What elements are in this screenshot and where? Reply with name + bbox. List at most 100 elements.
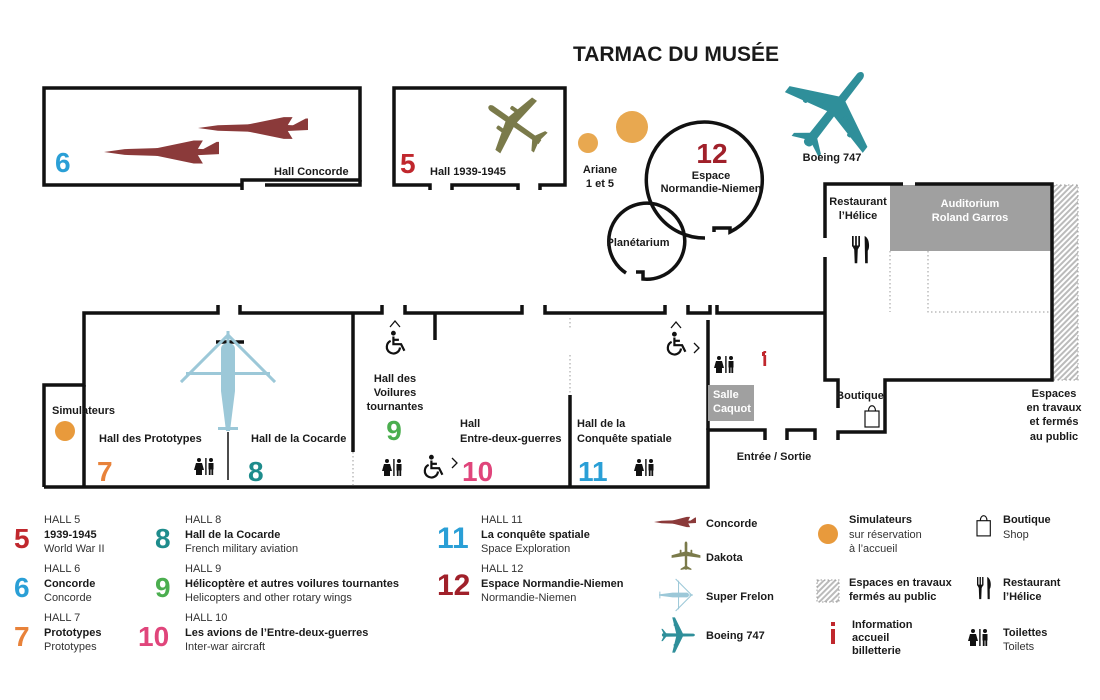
svg-text:Espaces en travaux: Espaces en travaux	[849, 577, 953, 589]
hall-6-wall-right	[265, 180, 362, 187]
entrance-label[interactable]: Entrée / Sortie	[737, 451, 812, 463]
hall-9-number: 9	[386, 415, 402, 446]
hall-11-number: 11	[578, 456, 608, 487]
legend-hall-11: 11 HALL 11 La conquête spatiale Space Ex…	[437, 514, 590, 555]
svg-text:Boutique: Boutique	[1003, 514, 1051, 526]
svg-text:Toilettes: Toilettes	[1003, 627, 1047, 639]
restaurant-legend-icon	[977, 577, 991, 600]
svg-text:et fermés: et fermés	[1030, 416, 1079, 428]
svg-text:Hall de la Cocarde: Hall de la Cocarde	[185, 529, 280, 541]
svg-text:billetterie: billetterie	[852, 645, 901, 657]
ariane-label-2: 1 et 5	[586, 178, 614, 190]
info-legend-dot	[831, 622, 835, 626]
hall-6-label: Hall Concorde	[274, 166, 349, 178]
ariane-label-1: Ariane	[583, 164, 617, 176]
auditorium-label-2: Roland Garros	[932, 212, 1008, 224]
planetarium-label: Planétarium	[607, 237, 670, 249]
hall-8-cocarde[interactable]: Hall de la Cocarde 8	[248, 433, 346, 487]
hall-9-label-3: tournantes	[367, 401, 424, 413]
concorde-1-icon	[104, 140, 219, 164]
closed-area-label: Espaces en travaux et fermés au public	[1026, 388, 1082, 443]
legend-hall-6: 6 HALL 6 Concorde Concorde	[14, 563, 95, 604]
hall-12-number: 12	[696, 138, 727, 169]
svg-text:HALL 11: HALL 11	[481, 514, 523, 526]
map-title: TARMAC DU MUSÉE	[573, 43, 779, 66]
main-building-top-wall	[42, 305, 825, 487]
hall-11-conquete-spatiale[interactable]: Hall de la Conquête spatiale 11	[577, 320, 700, 487]
hall-5-1939-1945[interactable]: 5 Hall 1939-1945	[392, 79, 567, 190]
svg-text:fermés au public: fermés au public	[849, 591, 936, 603]
concorde-2-icon	[198, 117, 308, 139]
restaurant-fork-icon	[852, 236, 870, 264]
ariane-1-marker	[578, 133, 598, 153]
svg-text:l’Hélice: l’Hélice	[1003, 591, 1042, 603]
up-arrow-icon-2	[670, 320, 682, 329]
ariane-rockets[interactable]: Ariane 1 et 5	[578, 111, 648, 190]
simulators-label: Simulateurs	[52, 405, 115, 417]
svg-text:Toilets: Toilets	[1003, 641, 1035, 653]
restaurant-auditorium-building[interactable]: Restaurant l’Hélice Auditorium Roland Ga…	[823, 182, 1079, 440]
right-arrow-icon	[451, 457, 458, 469]
svg-text:Espace Normandie-Niemen: Espace Normandie-Niemen	[481, 578, 624, 590]
info-icon[interactable]: i	[762, 349, 768, 371]
hall-12-wall	[644, 120, 765, 240]
svg-text:Concorde: Concorde	[706, 518, 757, 530]
hall-7-label: Hall des Prototypes	[99, 433, 202, 445]
hall-11-label-1: Hall de la	[577, 418, 626, 430]
legend-hall-12: 12 HALL 12 Espace Normandie-Niemen Norma…	[437, 563, 624, 604]
svg-text:5: 5	[14, 523, 30, 554]
svg-text:Inter-war aircraft: Inter-war aircraft	[185, 641, 265, 653]
hall-6-wall	[42, 86, 362, 190]
svg-text:Helicopters and other rotary w: Helicopters and other rotary wings	[185, 592, 352, 604]
svg-text:sur réservation: sur réservation	[849, 529, 922, 541]
svg-text:Dakota: Dakota	[706, 552, 744, 564]
hall-9-voilures-tournantes[interactable]: Hall des Voilures tournantes 9	[367, 319, 424, 476]
hall-10-label-1: Hall	[460, 418, 480, 430]
legend-boutique: Boutique Shop	[976, 514, 1051, 541]
svg-text:HALL 6: HALL 6	[44, 563, 80, 575]
super-frelon-icon	[179, 331, 277, 431]
auditorium-area	[890, 185, 1052, 251]
planetarium[interactable]: Planétarium	[607, 201, 687, 281]
svg-text:10: 10	[138, 621, 169, 652]
svg-text:Prototypes: Prototypes	[44, 627, 101, 639]
toilets-icon-hall11	[634, 459, 654, 476]
svg-text:Shop: Shop	[1003, 529, 1029, 541]
legend: 5 HALL 5 1939-1945 World War II 6 HALL 6…	[14, 514, 1061, 657]
svg-text:Information: Information	[852, 619, 913, 631]
boeing-747[interactable]: Boeing 747	[766, 42, 902, 177]
boutique-bag-icon	[864, 405, 880, 428]
hall-10-entre-deux-guerres[interactable]: Hall Entre-deux-guerres 10	[423, 418, 562, 487]
legend-hall-8: 8 HALL 8 Hall de la Cocarde French milit…	[155, 514, 298, 555]
ariane-5-marker	[616, 111, 648, 143]
hall-12-label-1: Espace	[692, 170, 731, 182]
svg-text:en travaux: en travaux	[1026, 402, 1082, 414]
main-building[interactable]	[42, 305, 825, 489]
salle-caquot-label-1: Salle	[713, 389, 739, 401]
hall-6-concorde[interactable]: 6 Hall Concorde	[42, 86, 362, 190]
hall-8-label: Hall de la Cocarde	[251, 433, 346, 445]
hall-7-prototypes[interactable]: Hall des Prototypes 7	[97, 331, 277, 487]
legend-restaurant: Restaurant l’Hélice	[977, 577, 1061, 603]
auditorium-label-1: Auditorium	[941, 198, 1000, 210]
salle-caquot[interactable]	[708, 385, 754, 421]
hall-12-normandie-niemen[interactable]: 12 Espace Normandie-Niemen	[644, 120, 765, 240]
hall-10-number: 10	[462, 456, 493, 487]
legend-hall-7: 7 HALL 7 Prototypes Prototypes	[14, 612, 101, 653]
hall-5-wall	[392, 86, 567, 190]
wheelchair-icon-hall9	[385, 329, 406, 355]
restaurant-label-1: Restaurant	[829, 196, 887, 208]
restaurant-label-2: l’Hélice	[839, 210, 878, 222]
svg-text:Super Frelon: Super Frelon	[706, 591, 774, 603]
hall-7-number: 7	[97, 456, 113, 487]
svg-text:accueil: accueil	[852, 632, 889, 644]
svg-text:Concorde: Concorde	[44, 578, 95, 590]
legend-hall-10: 10 HALL 10 Les avions de l’Entre-deux-gu…	[138, 612, 368, 653]
svg-text:HALL 10: HALL 10	[185, 612, 227, 624]
svg-text:HALL 8: HALL 8	[185, 514, 221, 526]
simulators-area[interactable]: Simulateurs	[52, 405, 115, 441]
legend-closed-areas: Espaces en travaux fermés au public	[816, 577, 953, 603]
toilets-icon-reception	[714, 356, 734, 373]
reception-area[interactable]: i Salle Caquot Entrée / Sortie	[708, 349, 811, 463]
